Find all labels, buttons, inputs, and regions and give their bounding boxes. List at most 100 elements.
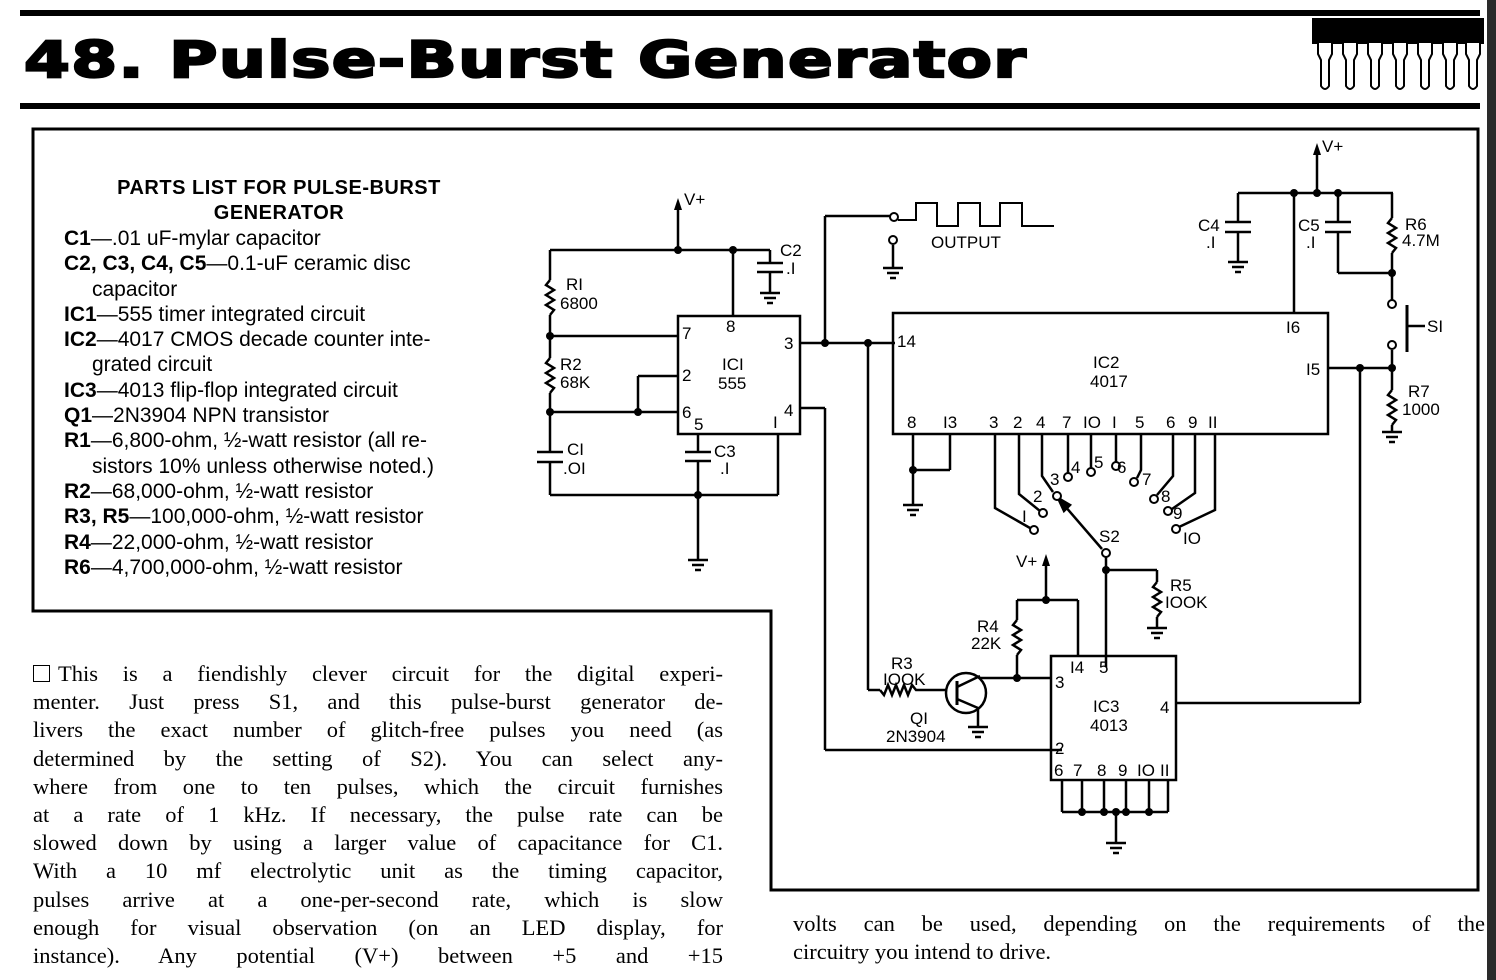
r4-name: R4 <box>977 617 999 636</box>
ground-icon <box>1147 626 1167 640</box>
ic2-out-pin: 2 <box>1013 413 1022 432</box>
part-description: —4,700,000-ohm, ½-watt resistor <box>90 555 403 579</box>
r4-value: 22K <box>971 634 1002 653</box>
s2-position: IO <box>1183 529 1201 548</box>
ic3-pin2: 2 <box>1055 739 1064 758</box>
parts-list-item: C1—.01 uF-mylar capacitor <box>64 226 524 251</box>
part-description-continued: grated circuit <box>92 353 213 377</box>
ic2-out-pin: II <box>1208 413 1217 432</box>
part-description: —100,000-ohm, ½-watt resistor <box>129 505 424 529</box>
part-id: C2, C3, C4, C5 <box>64 252 207 276</box>
body-text-line: menter. Just press S1, and this pulse-bu… <box>33 689 723 715</box>
r4-resistor <box>1010 619 1024 656</box>
ground-icon <box>1106 841 1126 855</box>
part-description: —0.1-uF ceramic disc <box>206 252 411 276</box>
q1-value: 2N3904 <box>886 727 946 746</box>
body-text-line: instance). Any potential (V+) between +5… <box>33 943 723 969</box>
ic2-pin15: I5 <box>1306 360 1320 379</box>
ic3-bottom-pin: 8 <box>1097 761 1106 780</box>
part-description-continued: capacitor <box>92 277 178 301</box>
ic1-pin8: 8 <box>726 317 735 336</box>
r6-name: R6 <box>1405 215 1427 234</box>
r7-name: R7 <box>1408 382 1430 401</box>
vplus-label: V+ <box>684 190 705 209</box>
page-title: 48. Pulse-Burst Generator <box>23 30 1028 90</box>
parts-list-item: Q1—2N3904 NPN transistor <box>64 403 524 428</box>
ic2-out-pin: IO <box>1083 413 1101 432</box>
s2-position: 8 <box>1161 487 1170 506</box>
ic3-bottom-pin: 7 <box>1073 761 1082 780</box>
vplus-label: V+ <box>1322 137 1343 156</box>
part-description: —22,000-ohm, ½-watt resistor <box>90 530 374 554</box>
ic3-body <box>1049 654 1178 782</box>
ground-icon <box>968 725 988 739</box>
part-description: —4013 flip-flop integrated circuit <box>96 378 398 402</box>
r5-resistor <box>1150 581 1164 618</box>
r3-value: IOOK <box>883 670 926 689</box>
part-id: Q1 <box>64 404 93 428</box>
r6-resistor <box>1385 217 1399 254</box>
c1-value: .OI <box>563 459 586 478</box>
c3-value: .I <box>720 459 729 478</box>
header-bottom-rule <box>20 103 1480 109</box>
parts-list-item: R6—4,700,000-ohm, ½-watt resistor <box>64 555 524 580</box>
body-text-line: volts can be used, depending on the requ… <box>793 911 1485 936</box>
r3-resistor <box>879 681 946 699</box>
r5-name: R5 <box>1170 576 1192 595</box>
c1-name: CI <box>567 440 584 459</box>
body-text-line: at a rate of 1 kHz. If necessary, the pu… <box>33 802 723 828</box>
body-text-line: circuitry you intend to drive. <box>793 939 1052 965</box>
ic3-bottom-pin: II <box>1160 761 1169 780</box>
ic2-out-pin: I <box>1112 413 1117 432</box>
ic3-pin14: I4 <box>1070 658 1084 677</box>
ground-icon <box>903 503 923 517</box>
q1-transistor <box>944 671 988 715</box>
part-description: —2N3904 NPN transistor <box>92 404 329 428</box>
part-description: —6,800-ohm, ½-watt resistor (all re- <box>90 429 427 453</box>
part-description: —68,000-ohm, ½-watt resistor <box>90 479 374 503</box>
part-description-continued: sistors 10% unless otherwise noted.) <box>92 454 434 478</box>
s2-position: I <box>1022 507 1027 526</box>
header-top-rule <box>20 10 1480 16</box>
ic3-pin5: 5 <box>1099 658 1108 677</box>
paragraph-bullet-box-icon <box>33 665 50 682</box>
r2-resistor <box>543 357 557 394</box>
ic2-body <box>891 311 1330 436</box>
parts-list-item: R4—22,000-ohm, ½-watt resistor <box>64 530 524 555</box>
part-id: IC1 <box>64 302 97 326</box>
c5-value: .I <box>1306 233 1315 252</box>
ground-icon <box>1228 260 1248 274</box>
ic1-pin2: 2 <box>682 366 691 385</box>
ground-icon <box>688 558 708 572</box>
wires <box>537 150 1425 843</box>
ic1-pin1: I <box>773 413 778 432</box>
ic2-pin16: I6 <box>1286 318 1300 337</box>
ic2-pin8: 8 <box>907 413 916 432</box>
r2-value: 68K <box>560 373 591 392</box>
r1-value: 6800 <box>560 294 598 313</box>
vplus-label: V+ <box>1016 552 1037 571</box>
r7-resistor <box>1385 389 1399 426</box>
ic2-pin14: 14 <box>897 332 916 351</box>
s2-name: S2 <box>1099 527 1120 546</box>
part-id: IC3 <box>64 378 97 402</box>
s2-position: 6 <box>1117 458 1126 477</box>
figure-frame <box>31 127 1480 892</box>
ic3-pin3: 3 <box>1055 673 1064 692</box>
ground-icon <box>883 266 903 280</box>
r7-value: 1000 <box>1402 400 1440 419</box>
dip-header-pins-icon <box>1312 18 1484 90</box>
part-description: —.01 uF-mylar capacitor <box>90 227 321 250</box>
c2-name: C2 <box>780 241 802 260</box>
c5-name: C5 <box>1298 216 1320 235</box>
body-text-line: determined by the setting of S2). You ca… <box>33 745 723 771</box>
ground-icon <box>760 291 780 305</box>
part-description: —555 timer integrated circuit <box>96 302 366 326</box>
body-text-line: livers the exact number of glitch-free p… <box>33 717 723 743</box>
s2-position: 9 <box>1173 504 1182 523</box>
part-id: IC2 <box>64 328 97 352</box>
body-text-line: where from one to ten pulses, which the … <box>33 773 723 799</box>
r6-value: 4.7M <box>1402 231 1440 250</box>
parts-list-item: R3, R5—100,000-ohm, ½-watt resistor <box>64 504 524 529</box>
